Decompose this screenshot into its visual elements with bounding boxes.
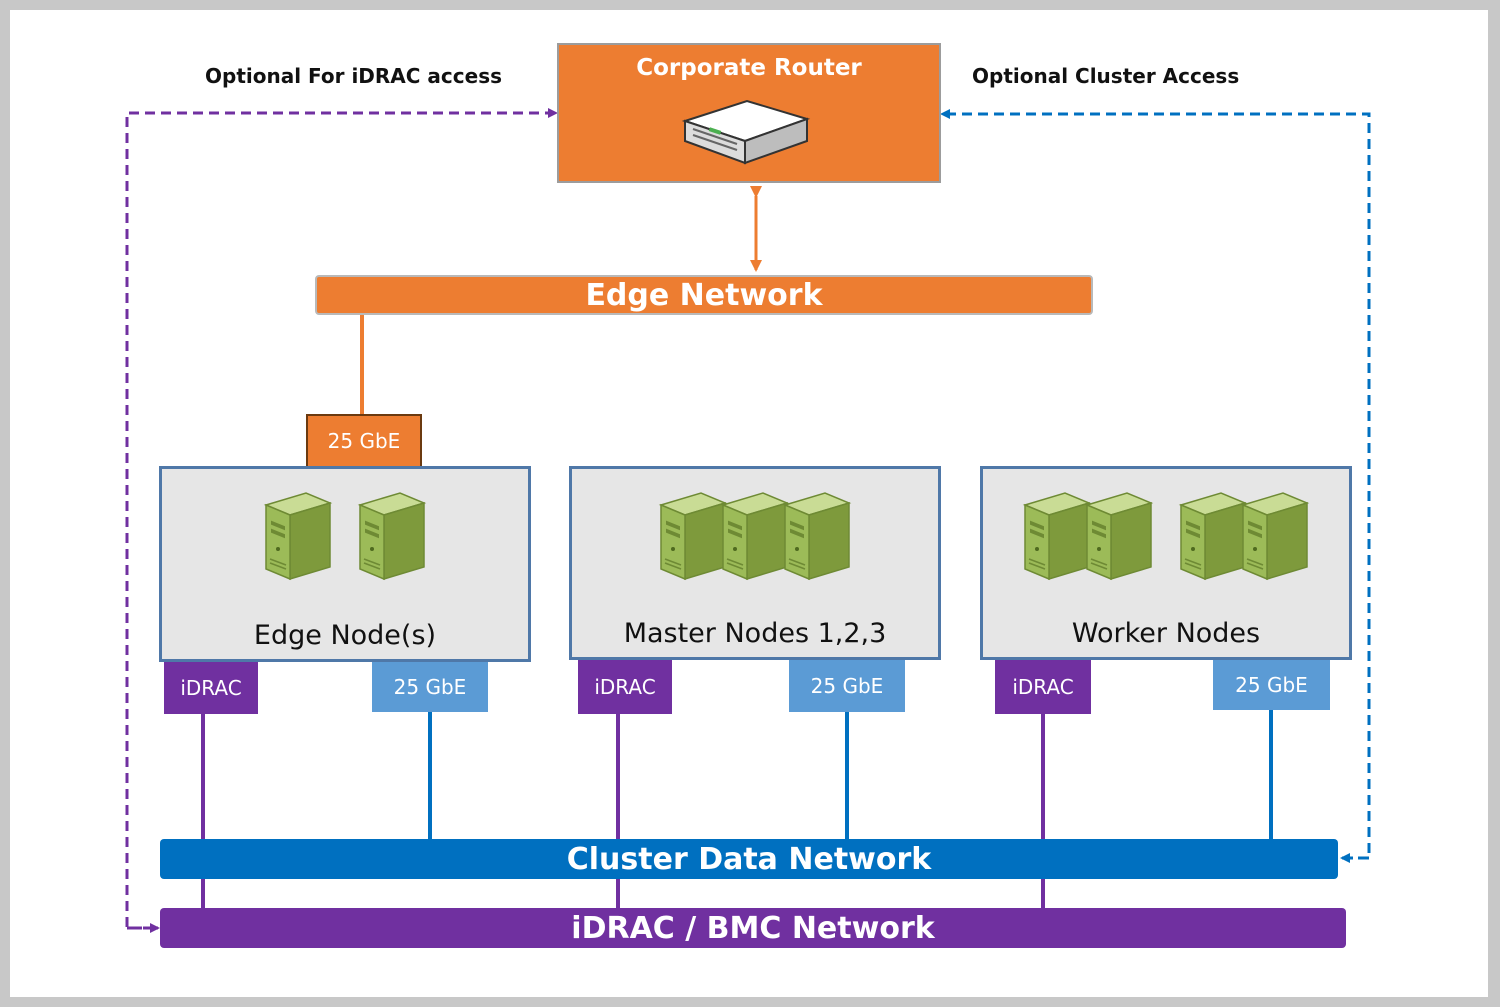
server-tower-icon bbox=[1178, 492, 1248, 581]
node-label: Edge Node(s) bbox=[253, 620, 437, 651]
server-group bbox=[1177, 489, 1311, 581]
server-group bbox=[356, 489, 428, 581]
router-title: Corporate Router bbox=[636, 55, 862, 81]
server-group bbox=[262, 489, 334, 581]
edge-network-bar: Edge Network bbox=[315, 275, 1093, 315]
node-label: Master Nodes 1,2,3 bbox=[623, 618, 887, 649]
idrac-bmc-network-bar: iDRAC / BMC Network bbox=[160, 908, 1346, 948]
server-tower-icon bbox=[1022, 492, 1092, 581]
server-tower-icon bbox=[658, 492, 728, 581]
data-port-master: 25 GbE bbox=[789, 660, 905, 712]
optional-idrac-access-label: Optional For iDRAC access bbox=[205, 64, 503, 88]
optional-cluster-access-label: Optional Cluster Access bbox=[972, 64, 1240, 88]
server-tower-icon bbox=[782, 492, 852, 581]
idrac-port-edge: iDRAC bbox=[164, 662, 258, 714]
server-tower-icon bbox=[1084, 492, 1154, 581]
server-tower-icon bbox=[1240, 492, 1310, 581]
idrac-port-worker: iDRAC bbox=[995, 660, 1091, 714]
optional-idrac-access-line bbox=[125, 108, 558, 930]
server-tower-icon bbox=[263, 492, 333, 581]
optional-cluster-access-line bbox=[940, 109, 1371, 860]
node-label: Worker Nodes bbox=[1071, 618, 1261, 649]
server-tower-icon bbox=[720, 492, 790, 581]
data-port-worker: 25 GbE bbox=[1213, 660, 1330, 710]
edge-uplink-port: 25 GbE bbox=[306, 414, 422, 468]
diagram-canvas: Optional For iDRAC access Optional Clust… bbox=[10, 10, 1488, 997]
edge-servers bbox=[162, 489, 528, 581]
server-group bbox=[1021, 489, 1155, 581]
data-port-edge: 25 GbE bbox=[372, 662, 488, 712]
worker-servers bbox=[983, 489, 1349, 581]
router-icon bbox=[681, 99, 811, 165]
master-nodes-box: Master Nodes 1,2,3 bbox=[569, 466, 941, 660]
cluster-data-network-bar: Cluster Data Network bbox=[160, 839, 1338, 879]
corporate-router: Corporate Router bbox=[557, 43, 941, 183]
server-tower-icon bbox=[357, 492, 427, 581]
server-group bbox=[657, 489, 853, 581]
idrac-port-master: iDRAC bbox=[578, 660, 672, 714]
master-servers bbox=[572, 489, 938, 581]
worker-nodes-box: Worker Nodes bbox=[980, 466, 1352, 660]
edge-nodes-box: Edge Node(s) bbox=[159, 466, 531, 662]
